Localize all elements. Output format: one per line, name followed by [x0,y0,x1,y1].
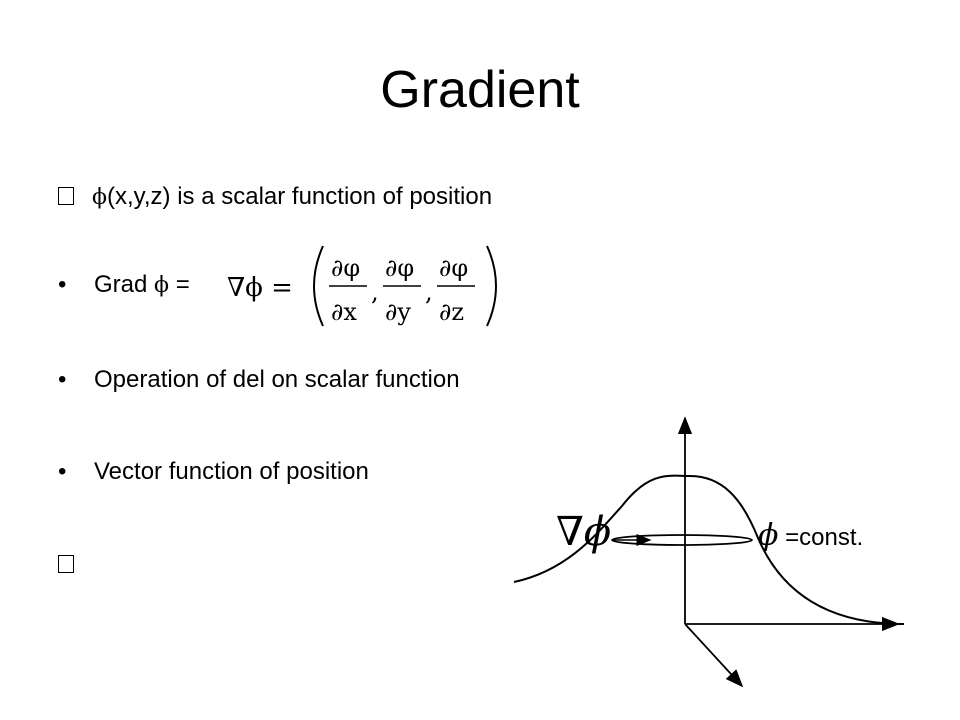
bullet-dot: • [58,458,67,485]
box-bullet-icon [58,187,74,205]
bullet-dot: • [58,271,67,298]
bullet-text: (x,y,z) is a scalar function of position [107,183,493,210]
x-axis-arrow [684,623,744,688]
separator-1: , [371,278,379,306]
phi-symbol: ϕ [154,273,170,298]
denominator-2: ∂y [385,298,411,326]
gradient-label: ∇ϕ [556,509,612,555]
numerator-1: ∂φ [331,254,360,282]
numerator-2: ∂φ [385,254,414,282]
bullet-dot: • [58,366,67,393]
bullet-text: Vector function of position [94,458,369,485]
bullet-item-del-operation: • Operation of del on scalar function [58,365,460,395]
gradient-diagram [510,410,910,695]
bullet-text-equals: = [169,271,190,298]
phi-symbol: ϕ [92,185,107,210]
del-phi-equals: ∇ϕ = [227,273,293,303]
level-set-label: ϕ =const. [758,518,863,553]
bullet-text-grad: Grad [94,271,155,298]
scalar-field-curve [513,474,905,625]
bullet-text: Operation of del on scalar function [94,366,460,393]
bullet-item-empty [58,550,92,580]
bullet-item-scalar-function: ϕ(x,y,z) is a scalar function of positio… [58,182,492,213]
denominator-3: ∂z [439,298,464,326]
bullet-item-vector-function: • Vector function of position [58,457,369,487]
gradient-formula: ∇ϕ = ∂φ ∂x , ∂φ ∂y , ∂φ ∂z [225,240,515,332]
box-bullet-icon [58,555,74,573]
denominator-1: ∂x [331,298,357,326]
separator-2: , [425,278,433,306]
numerator-3: ∂φ [439,254,468,282]
bullet-item-grad: • Grad ϕ = [58,270,190,301]
const-label: =const. [785,524,864,551]
phi-symbol: ϕ [758,518,779,553]
right-paren [486,245,497,327]
left-paren [313,245,324,327]
slide-title: Gradient [380,61,580,119]
